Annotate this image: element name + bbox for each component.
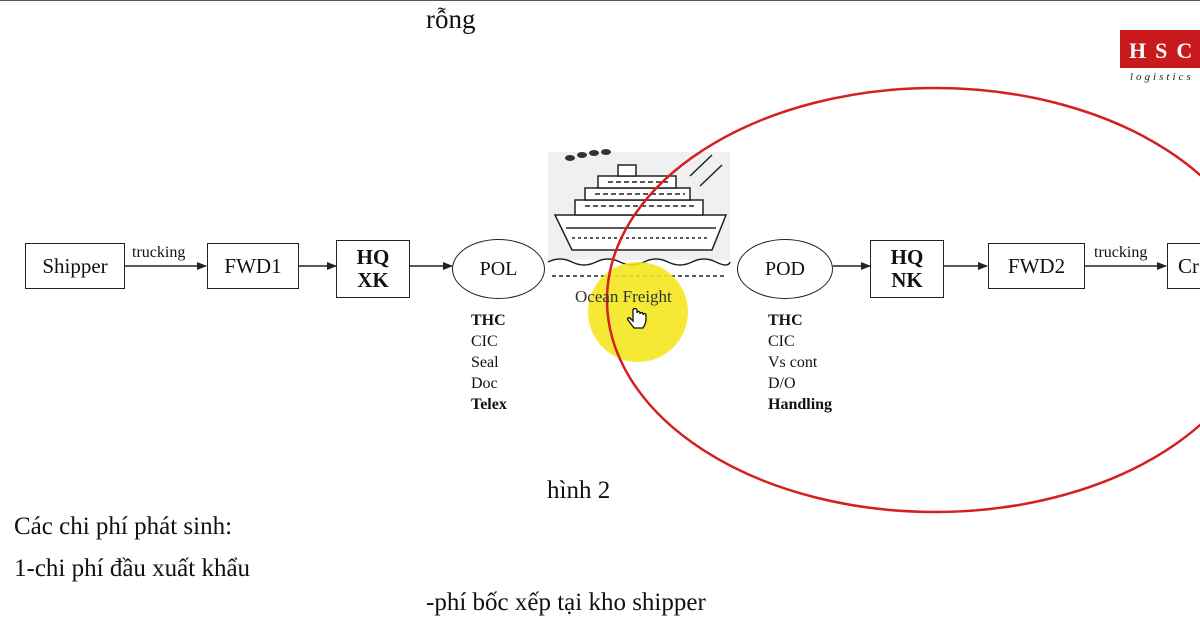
hsc-logo: HSC logistics: [1120, 30, 1200, 86]
pol-charges-list: THC CIC Seal Doc Telex: [471, 310, 507, 415]
ship-icon: [547, 149, 731, 277]
top-word: rỗng: [426, 4, 476, 34]
figure-caption: hình 2: [547, 477, 611, 504]
shipper-label: Shipper: [42, 253, 108, 278]
pod-charge-item: Vs cont: [768, 354, 818, 371]
hq-nk-line1: HQ: [890, 245, 924, 269]
fwd2-box: FWD2: [988, 243, 1085, 289]
body-line-1: Các chi phí phát sinh:: [14, 513, 233, 540]
consignee-box: Cr: [1167, 243, 1200, 289]
body-line-3: -phí bốc xếp tại kho shipper: [426, 589, 706, 616]
pod-charge-item: D/O: [768, 375, 796, 392]
logo-sub-text: logistics: [1120, 68, 1200, 86]
trucking-left-label: trucking: [132, 244, 186, 261]
body-line-2: 1-chi phí đầu xuất khẩu: [14, 555, 251, 582]
pol-charge-item: Seal: [471, 354, 499, 371]
pod-node: POD: [737, 239, 833, 299]
pol-charge-item: CIC: [471, 333, 498, 350]
hq-xk-box: HQ XK: [336, 240, 410, 298]
shipper-box: Shipper: [25, 243, 125, 289]
trucking-right-label: trucking: [1094, 244, 1148, 261]
fwd2-label: FWD2: [1007, 253, 1066, 278]
hq-nk-box: HQ NK: [870, 240, 944, 298]
fwd1-label: FWD1: [224, 253, 282, 278]
pol-charge-item: Telex: [471, 396, 507, 413]
pod-charges-list: THC CIC Vs cont D/O Handling: [768, 310, 832, 415]
hand-cursor-icon: [626, 307, 647, 329]
hq-xk-line2: XK: [357, 268, 389, 292]
pol-charge-item: Doc: [471, 375, 498, 392]
red-annotation-ellipse: [605, 86, 1200, 514]
hq-xk-line1: HQ: [356, 245, 390, 269]
pol-charge-item: THC: [471, 312, 506, 329]
pod-label: POD: [764, 257, 805, 280]
pol-node: POL: [452, 239, 545, 299]
pod-charge-item: THC: [768, 312, 803, 329]
consignee-label: Cr: [1178, 253, 1199, 278]
pod-charge-item: CIC: [768, 333, 795, 350]
pod-charge-item: Handling: [768, 396, 833, 413]
hq-nk-line2: NK: [891, 268, 923, 292]
top-border: [0, 0, 1200, 1]
logo-main-text: HSC: [1129, 38, 1200, 63]
fwd1-box: FWD1: [207, 243, 299, 289]
pol-label: POL: [479, 257, 518, 280]
ocean-freight-label: Ocean Freight: [575, 287, 672, 306]
